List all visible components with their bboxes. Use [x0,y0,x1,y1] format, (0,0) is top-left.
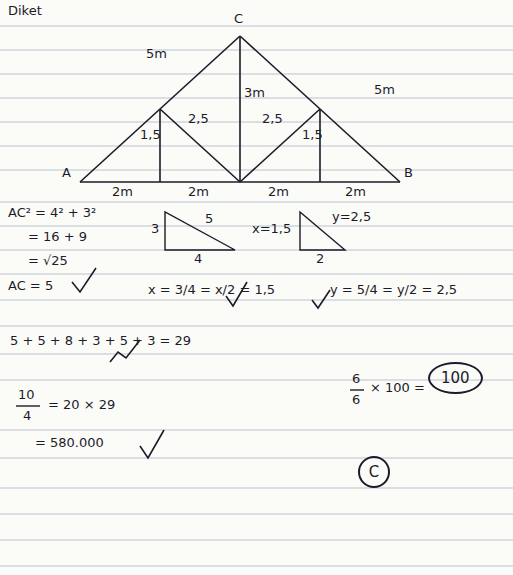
handwritten-note: 1,5 [140,128,161,143]
handwritten-note: 5m [374,83,395,98]
handwritten-note: 2,5 [188,112,209,127]
handwritten-note: 3m [244,86,265,101]
handwritten-note: AC² = 4² + 3² [8,206,96,221]
handwritten-note: 2,5 [262,112,283,127]
handwritten-note: A [62,166,71,181]
handwritten-note: C [234,12,243,27]
handwritten-note: = 20 × 29 [48,398,115,413]
handwritten-note: = √25 [28,254,68,269]
handwritten-note: y=2,5 [332,210,371,225]
handwritten-note: 6 [352,393,360,408]
handwritten-note: 10 [18,388,35,403]
handwritten-note: 6 [352,372,360,387]
handwritten-note: 5 + 5 + 8 + 3 + 5 + 3 = 29 [10,334,191,349]
handwritten-note: 1,5 [302,128,323,143]
truss [80,36,400,182]
handwritten-note: Diket [8,4,42,19]
circled-answer: C [358,456,390,488]
handwritten-note: x=1,5 [252,222,291,237]
handwritten-note: 2 [316,252,324,267]
handwritten-note: x = 3/4 = x/2 = 1,5 [148,283,275,298]
circled-text: 100 [441,369,470,387]
handwritten-note: 2m [188,185,209,200]
circled-text: C [369,463,379,481]
ruled-lines [0,26,513,566]
check-marks [72,268,330,458]
handwritten-note: = 16 + 9 [28,230,87,245]
handwritten-note: 5m [146,47,167,62]
handwritten-note: 4 [194,252,202,267]
handwritten-note: y = 5/4 = y/2 = 2,5 [330,283,457,298]
handwritten-note: × 100 = [370,381,425,396]
handwritten-note: = 580.000 [35,436,104,451]
handwritten-note: 5 [205,212,213,227]
handwritten-note: 2m [345,185,366,200]
handwritten-note: 2m [268,185,289,200]
helper-triangles [16,212,364,406]
handwritten-note: B [404,166,413,181]
circled-answer: 100 [428,362,483,394]
handwritten-note: 2m [112,185,133,200]
handwritten-note: 3 [151,222,159,237]
handwritten-note: AC = 5 [8,279,53,294]
handwritten-note: 4 [23,409,31,424]
